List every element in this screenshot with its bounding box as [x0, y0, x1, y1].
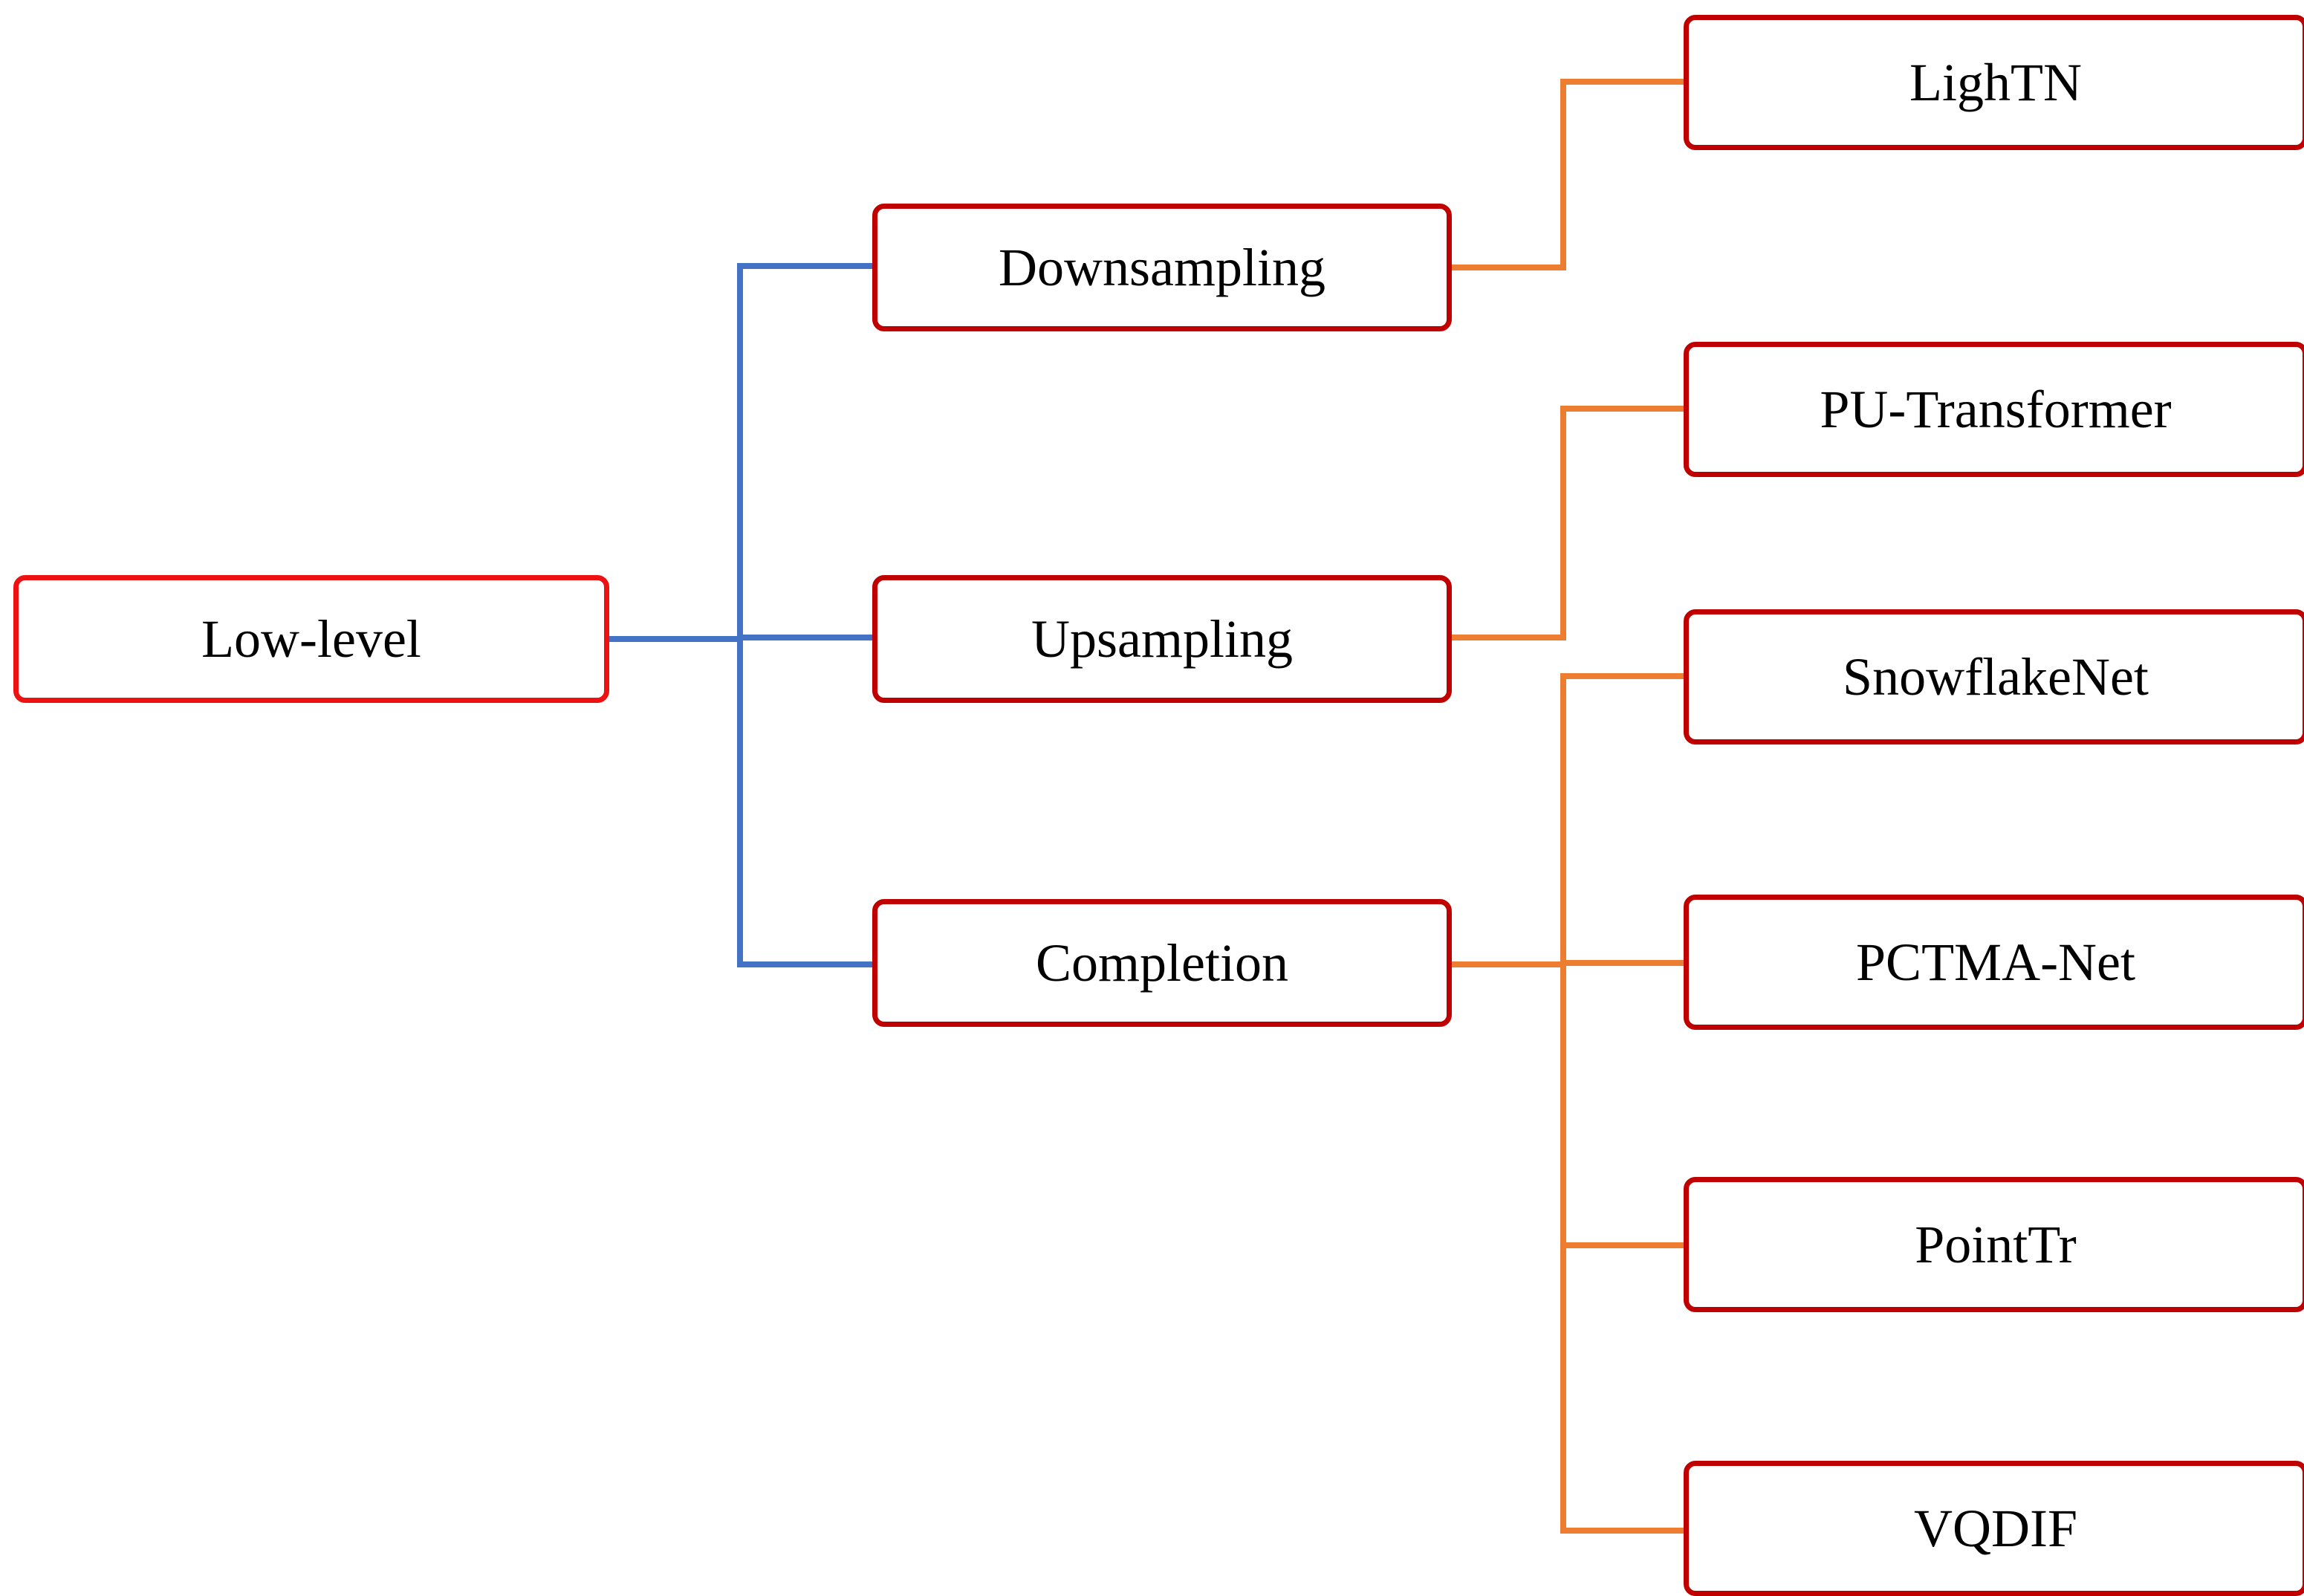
method-node-label: LighTN — [1909, 52, 2082, 112]
method-node-pctma-net: PCTMA-Net — [1684, 895, 2304, 1030]
connector-downsampling-lightn — [1452, 79, 1684, 270]
root-node-label: Low-level — [201, 609, 421, 669]
method-connectors — [1452, 79, 1684, 1534]
method-node-pointtr: PointTr — [1684, 1177, 2304, 1312]
category-node-label: Upsampling — [1031, 609, 1293, 669]
method-node-label: PCTMA-Net — [1856, 932, 2135, 992]
method-node-vqdif: VQDIF — [1684, 1461, 2304, 1596]
category-node-completion: Completion — [872, 899, 1452, 1027]
method-node-label: VQDIF — [1913, 1498, 2077, 1558]
category-node-label: Downsampling — [999, 237, 1325, 297]
method-node-snowflakenet: SnowflakeNet — [1684, 609, 2304, 745]
category-node-upsampling: Upsampling — [872, 575, 1452, 703]
method-node-lightn: LighTN — [1684, 15, 2304, 150]
category-node-label: Completion — [1036, 932, 1288, 993]
method-node-label: PointTr — [1915, 1214, 2077, 1274]
method-node-pu-transformer: PU-Transformer — [1684, 342, 2304, 477]
root-connectors — [609, 263, 872, 967]
method-node-label: SnowflakeNet — [1843, 646, 2149, 707]
root-node-low-level: Low-level — [13, 575, 609, 703]
method-node-label: PU-Transformer — [1820, 379, 2172, 439]
connector-upsampling-putransformer — [1452, 406, 1684, 640]
category-node-downsampling: Downsampling — [872, 204, 1452, 331]
